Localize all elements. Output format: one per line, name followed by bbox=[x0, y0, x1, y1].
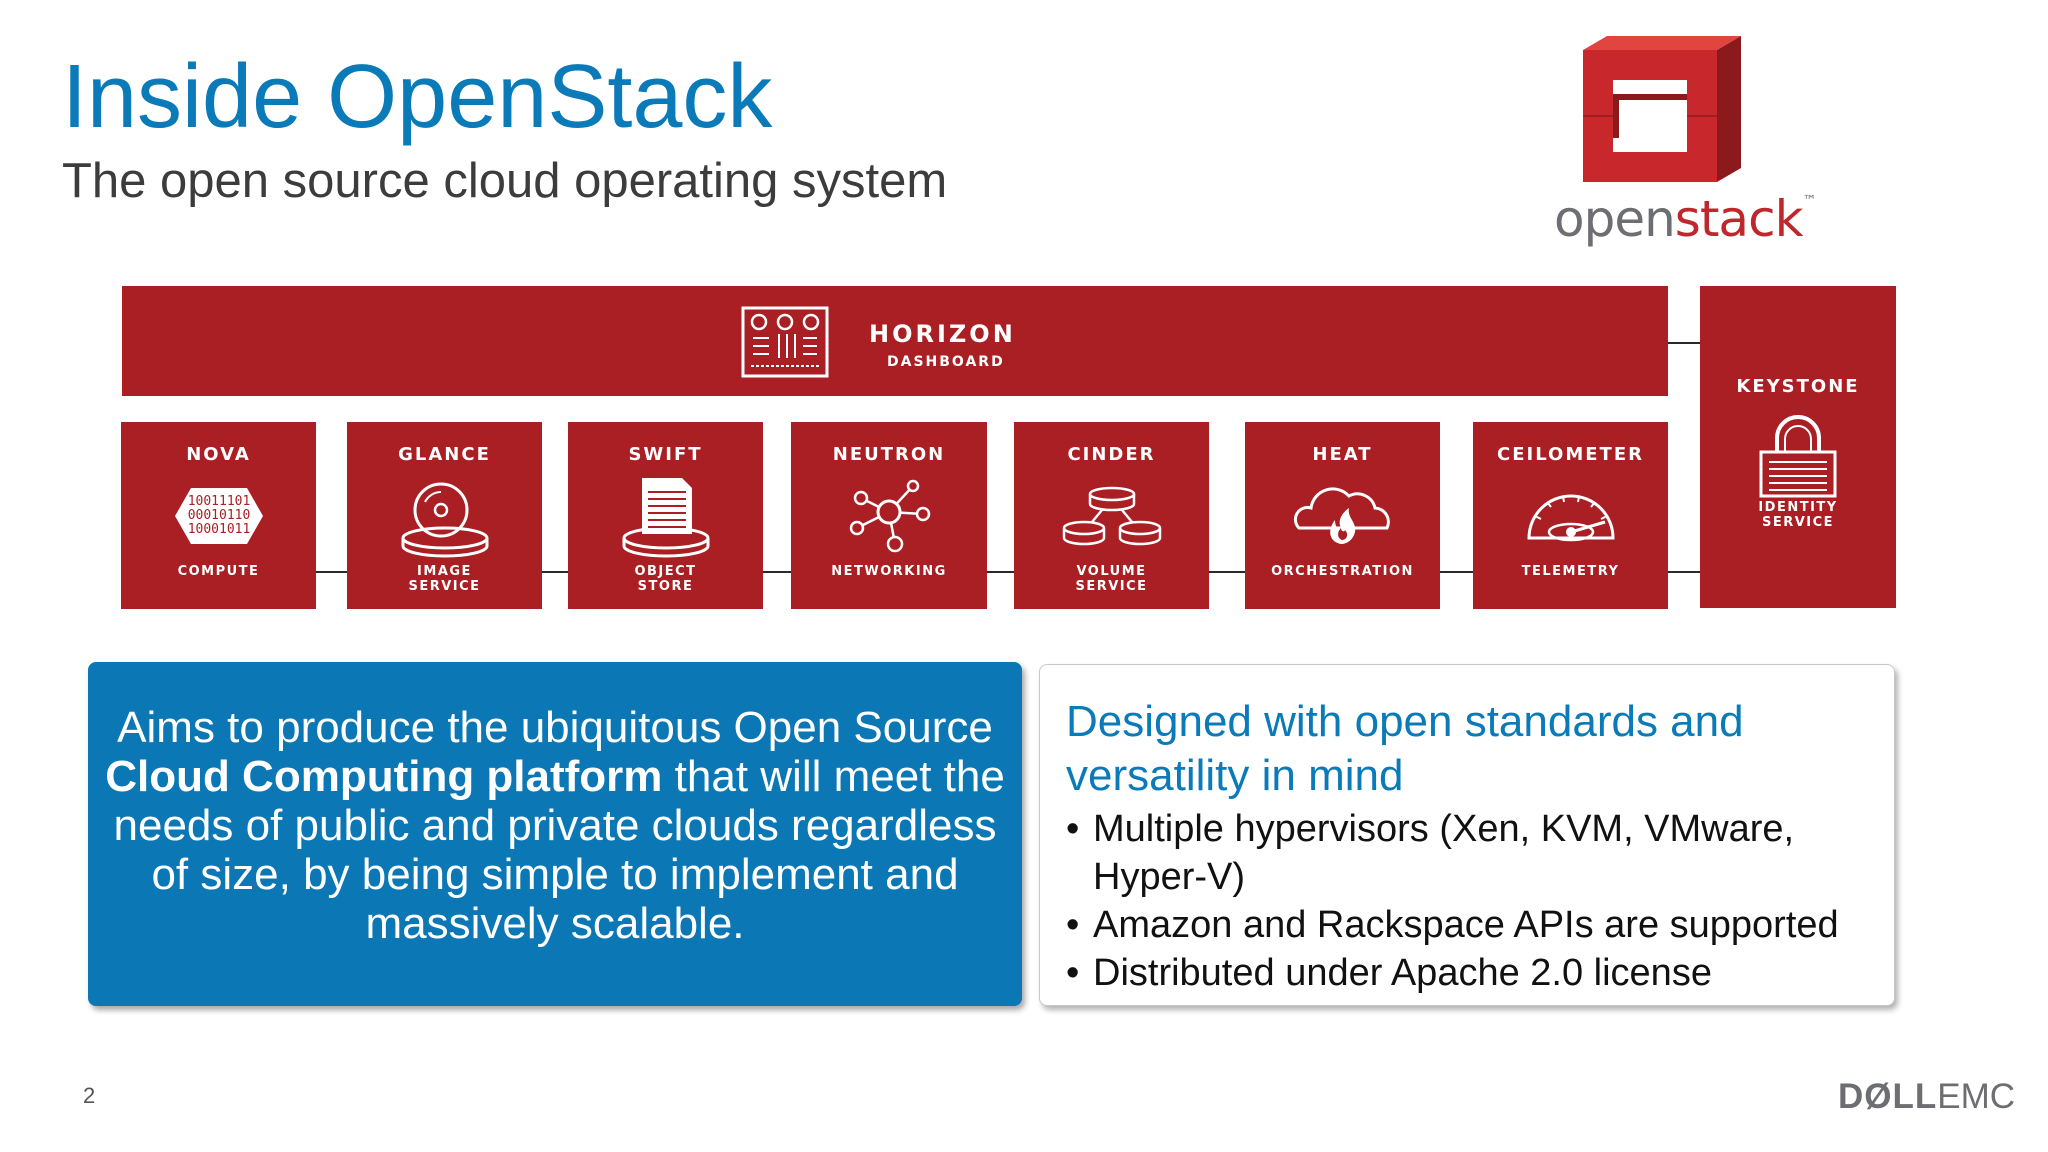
mission-text-part1: Aims to produce the ubiquitous Open Sour… bbox=[117, 703, 993, 752]
services-connector-line bbox=[314, 571, 1700, 573]
service-desc: VOLUME SERVICE bbox=[1075, 564, 1148, 594]
service-name: SWIFT bbox=[628, 444, 703, 465]
slide-title: Inside OpenStack bbox=[62, 47, 773, 147]
horizon-bar bbox=[122, 286, 1668, 396]
service-ceilometer: CEILOMETER TELEMETRY bbox=[1473, 422, 1668, 609]
features-box: Designed with open standards and versati… bbox=[1039, 664, 1895, 1006]
mission-text-part2: that will meet the needs of public and p… bbox=[113, 752, 1005, 948]
openstack-wordmark: openstack™ bbox=[1554, 190, 1817, 248]
network-nodes-icon bbox=[849, 479, 931, 553]
service-desc: NETWORKING bbox=[831, 564, 947, 579]
service-name: CINDER bbox=[1067, 444, 1156, 465]
dellemc-logo: DØLLEMC bbox=[1838, 1077, 2016, 1116]
dashboard-icon bbox=[741, 306, 829, 378]
mission-text-bold: Cloud Computing platform bbox=[105, 752, 663, 801]
service-nova: NOVA 10011101 00010110 10001011 COMPUTE bbox=[121, 422, 316, 609]
service-desc: IDENTITY SERVICE bbox=[1758, 500, 1838, 530]
lock-icon bbox=[1759, 415, 1837, 498]
volume-stack-icon bbox=[1062, 486, 1161, 546]
horizon-keystone-connector bbox=[1668, 342, 1700, 344]
svg-text:10001011: 10001011 bbox=[187, 522, 250, 537]
svg-text:00010110: 00010110 bbox=[187, 508, 250, 523]
service-swift: SWIFT OBJECT STORE bbox=[568, 422, 763, 609]
features-list: Multiple hypervisors (Xen, KVM, VMware, … bbox=[1066, 805, 1874, 997]
service-desc: COMPUTE bbox=[177, 564, 260, 579]
list-item: Amazon and Rackspace APIs are supported bbox=[1066, 901, 1874, 949]
service-neutron: NEUTRON NETWORKING bbox=[791, 422, 987, 609]
mission-box: Aims to produce the ubiquitous Open Sour… bbox=[88, 662, 1022, 1006]
service-name: KEYSTONE bbox=[1736, 376, 1860, 397]
list-item: Distributed under Apache 2.0 license bbox=[1066, 949, 1874, 997]
openstack-logo-icon bbox=[1583, 36, 1741, 182]
features-heading: Designed with open standards and versati… bbox=[1066, 697, 1744, 800]
service-desc: TELEMETRY bbox=[1521, 564, 1620, 579]
service-cinder: CINDER VOLUME SERVICE bbox=[1014, 422, 1209, 609]
service-desc: IMAGE SERVICE bbox=[408, 564, 481, 594]
service-name: NOVA bbox=[186, 444, 251, 465]
horizon-label: HORIZON bbox=[869, 320, 1016, 348]
service-glance: GLANCE IMAGE SERVICE bbox=[347, 422, 542, 609]
service-name: CEILOMETER bbox=[1497, 444, 1644, 465]
binary-chip-icon: 10011101 00010110 10001011 bbox=[174, 488, 263, 544]
service-name: GLANCE bbox=[398, 444, 491, 465]
service-name: HEAT bbox=[1312, 444, 1373, 465]
service-desc: ORCHESTRATION bbox=[1271, 564, 1414, 579]
slide-subtitle: The open source cloud operating system bbox=[62, 154, 948, 208]
horizon-desc: DASHBOARD bbox=[887, 354, 1005, 370]
cloud-flame-icon bbox=[1293, 487, 1390, 544]
disk-image-icon bbox=[401, 482, 488, 558]
document-store-icon bbox=[622, 478, 709, 558]
svg-text:10011101: 10011101 bbox=[187, 494, 250, 509]
gauge-icon bbox=[1526, 494, 1615, 542]
service-desc: OBJECT STORE bbox=[634, 564, 697, 594]
page-number: 2 bbox=[83, 1083, 96, 1108]
service-heat: HEAT ORCHESTRATION bbox=[1245, 422, 1440, 609]
service-keystone: KEYSTONE IDENTITY SERVICE bbox=[1700, 286, 1896, 608]
service-name: NEUTRON bbox=[832, 444, 946, 465]
list-item: Multiple hypervisors (Xen, KVM, VMware, … bbox=[1066, 805, 1874, 901]
